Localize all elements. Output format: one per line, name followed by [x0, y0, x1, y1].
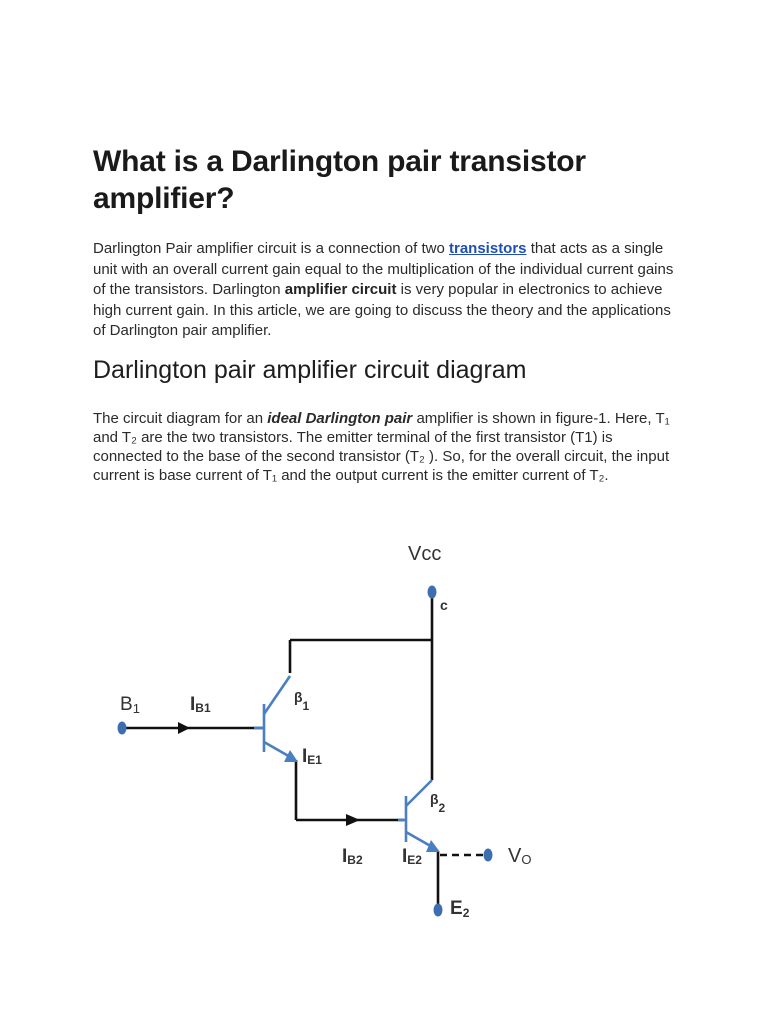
- ib2-arrow-icon: [346, 814, 360, 826]
- article-title: What is a Darlington pair transistor amp…: [93, 145, 586, 215]
- beta1-label: β1: [294, 689, 310, 713]
- body-text-1: The circuit diagram for an: [93, 409, 268, 427]
- e2-label: E2: [450, 898, 470, 920]
- ie2-label: IE2: [402, 846, 422, 867]
- body-paragraph: The circuit diagram for an ideal Darling…: [93, 409, 683, 485]
- ib1-arrow-icon: [178, 722, 190, 734]
- vo-label: VO: [508, 845, 531, 867]
- transistor-t1: [254, 675, 293, 760]
- body-text-2: amplifier is shown in figure-1. Here, T₁…: [93, 409, 670, 484]
- ib1-label: IB1: [190, 694, 211, 715]
- darlington-circuit-figure: Vcc c B1 IB1 β1 IE1 β2 IB2 IE2 VO E2: [100, 530, 560, 930]
- intro-text-3: is very popular in electronics to achiev…: [93, 281, 671, 339]
- b1-terminal: [117, 721, 127, 735]
- t2-emitter-arrow-icon: [426, 840, 440, 852]
- vcc-terminal: [427, 585, 437, 599]
- t1-emitter-arrow-icon: [284, 750, 298, 762]
- article: What is a Darlington pair transistor amp…: [93, 143, 683, 485]
- transistors-link[interactable]: transistors: [449, 240, 527, 257]
- transistor-t2: [398, 779, 435, 850]
- intro-text-1: Darlington Pair amplifier circuit is a c…: [93, 240, 449, 257]
- intro-bold-text: amplifier circuit: [284, 281, 397, 298]
- ie1-label: IE1: [302, 746, 322, 767]
- collector-label: c: [440, 597, 448, 613]
- b1-label: B1: [120, 694, 140, 716]
- darlington-circuit-diagram: Vcc c B1 IB1 β1 IE1 β2 IB2 IE2 VO E2: [117, 543, 531, 920]
- vcc-label: Vcc: [408, 543, 441, 565]
- ib2-label: IB2: [342, 846, 363, 867]
- intro-paragraph: Darlington Pair amplifier circuit is a c…: [93, 239, 683, 342]
- beta2-label: β2: [430, 791, 446, 815]
- section-heading: Darlington pair amplifier circuit diagra…: [93, 355, 527, 384]
- body-emphasis: ideal Darlington pair: [267, 409, 413, 427]
- vo-terminal: [483, 848, 493, 862]
- e2-terminal: [433, 903, 443, 917]
- intro-text-2: that acts as a single unit with an overa…: [93, 240, 674, 298]
